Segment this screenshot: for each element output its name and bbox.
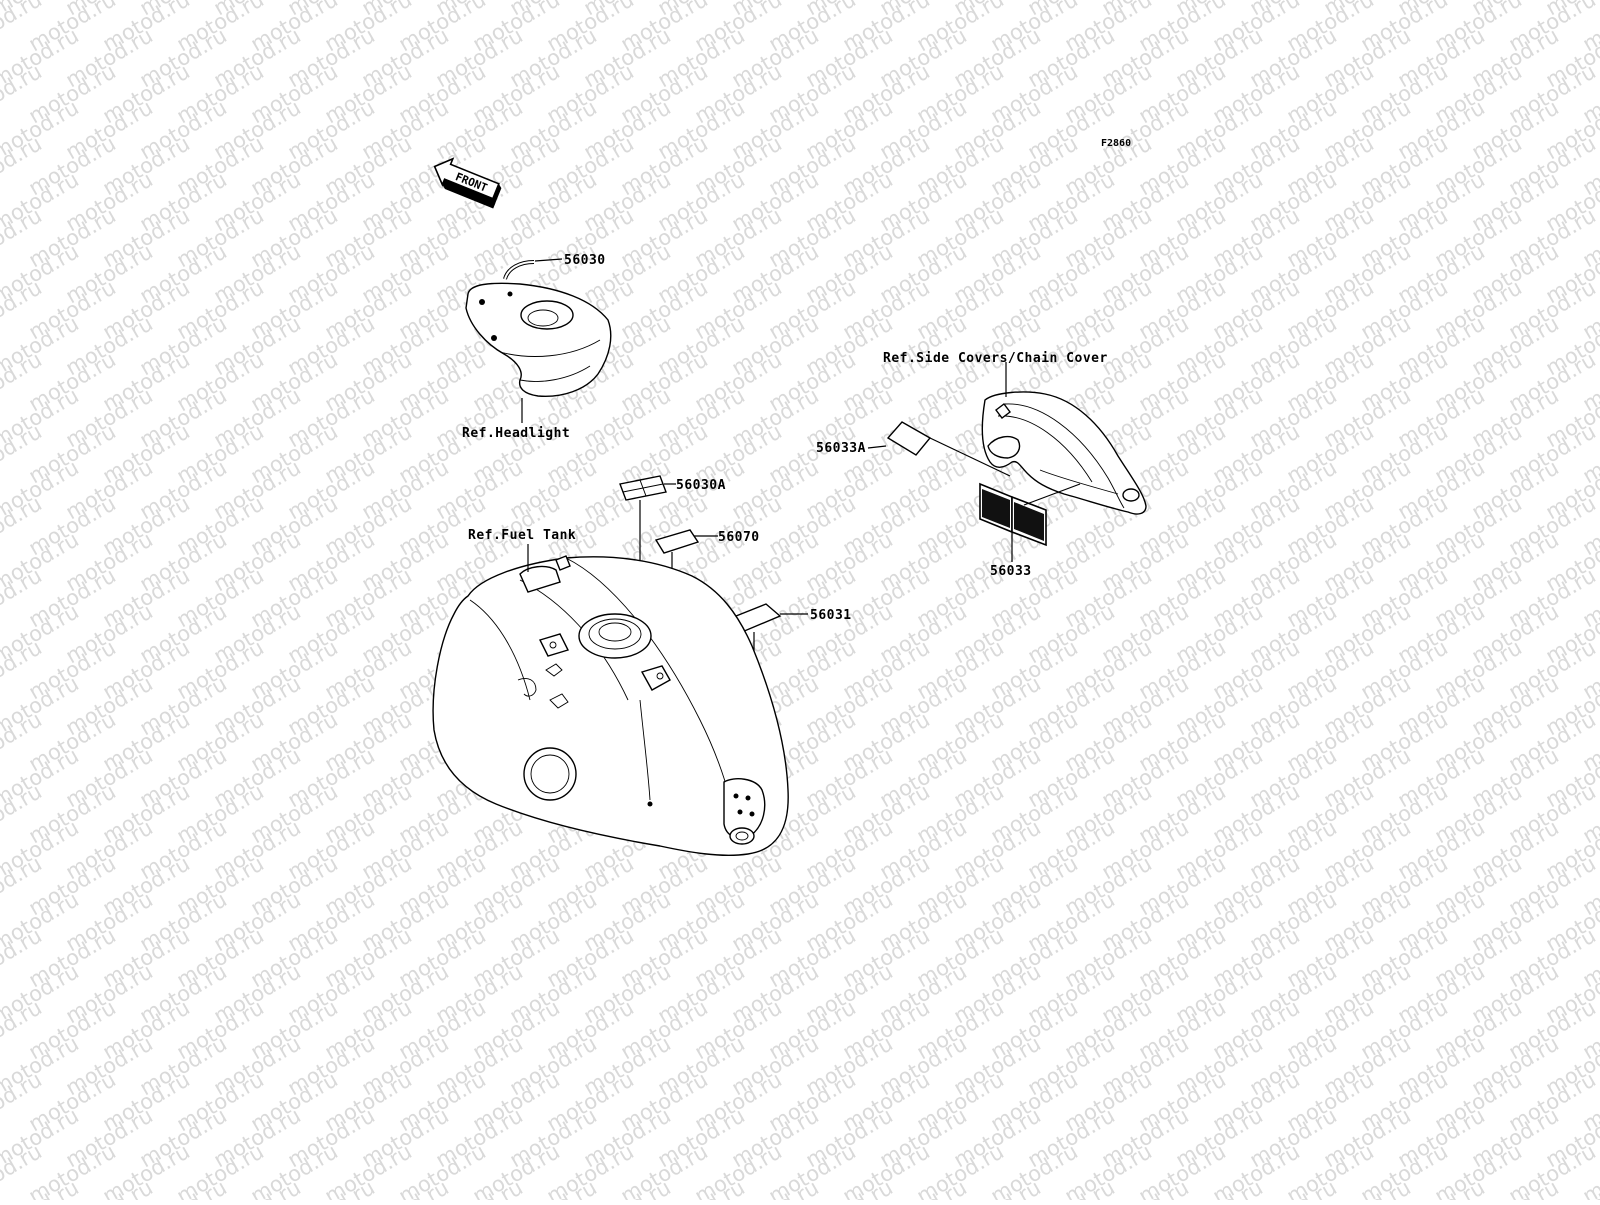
part-label-56033a: 56033A bbox=[816, 441, 866, 456]
ref-side-covers-label: Ref.Side Covers/Chain Cover bbox=[883, 351, 1108, 366]
ref-fuel-tank-label: Ref.Fuel Tank bbox=[468, 528, 576, 543]
part-label-56030a: 56030A bbox=[676, 478, 726, 493]
ref-headlight-label: Ref.Headlight bbox=[462, 426, 570, 441]
figure-code: F2860 bbox=[1101, 138, 1131, 149]
part-label-56030: 56030 bbox=[564, 253, 606, 268]
part-label-56070: 56070 bbox=[718, 530, 760, 545]
part-label-56033: 56033 bbox=[990, 564, 1032, 579]
part-label-56031: 56031 bbox=[810, 608, 852, 623]
